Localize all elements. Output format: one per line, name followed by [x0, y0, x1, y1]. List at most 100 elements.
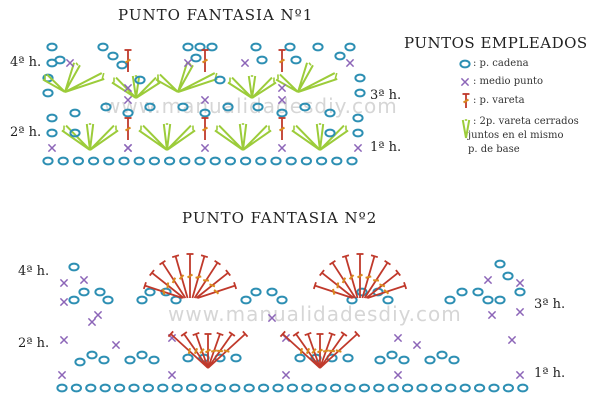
chain-oval-icon	[128, 383, 140, 393]
cluster-stitch-icon	[85, 123, 95, 151]
chain-oval-icon	[243, 383, 255, 393]
chain-oval-icon	[78, 287, 90, 297]
watermark: www.manualidadesdiy.com	[168, 302, 462, 326]
chain-oval-icon	[194, 42, 206, 52]
chain-oval-icon	[114, 383, 126, 393]
chain-oval-icon	[134, 75, 146, 85]
chain-oval-icon	[290, 55, 302, 65]
cross-x-icon	[123, 83, 133, 93]
vareta-cross-bar	[311, 348, 317, 354]
vareta-cross-bar	[124, 126, 132, 132]
cross-x-icon	[460, 77, 470, 87]
cluster-stitch-icon	[177, 62, 194, 93]
chain-oval-icon	[276, 108, 288, 118]
chain-oval-icon	[300, 156, 312, 166]
chain-oval-icon	[42, 88, 54, 98]
cross-x-icon	[65, 58, 75, 68]
vareta-cross-bar	[336, 282, 340, 289]
chain-oval-icon	[160, 287, 172, 297]
chain-oval-icon	[199, 108, 211, 118]
cross-x-icon	[345, 58, 355, 68]
chain-oval-icon	[286, 383, 298, 393]
chain-oval-icon	[312, 42, 324, 52]
cluster-stitch-icon	[42, 73, 66, 93]
d1-row4-label: 4ª h.	[10, 55, 42, 70]
chain-oval-icon	[177, 102, 189, 112]
legend-title: PUNTOS EMPLEADOS	[404, 34, 588, 52]
vareta-top-bar	[354, 330, 361, 338]
vareta-cross-bar	[162, 288, 166, 295]
vareta-cross-bar	[199, 348, 205, 354]
chain-oval-icon	[118, 156, 130, 166]
chain-oval-icon	[256, 55, 268, 65]
vareta-top-bar	[329, 260, 336, 266]
chain-oval-icon	[472, 287, 484, 297]
chain-oval-icon	[448, 355, 460, 365]
chain-oval-icon	[258, 383, 270, 393]
vareta-cross-bar	[365, 275, 372, 279]
chain-oval-icon	[94, 287, 106, 297]
vareta-top-bar	[233, 281, 238, 290]
vareta-top-bar	[149, 269, 155, 277]
chain-oval-icon	[494, 259, 506, 269]
chain-oval-icon	[182, 42, 194, 52]
chain-oval-icon	[330, 383, 342, 393]
vareta-cross-bar	[210, 349, 218, 353]
chain-oval-icon	[124, 355, 136, 365]
chain-oval-icon	[142, 383, 154, 393]
cluster-stitch-icon	[461, 119, 471, 139]
chain-oval-icon	[334, 51, 346, 61]
legend-treble-label: : p. vareta	[473, 95, 525, 106]
chain-oval-icon	[100, 102, 112, 112]
chain-oval-icon	[402, 383, 414, 393]
chain-oval-icon	[270, 156, 282, 166]
vareta-top-bar	[242, 330, 249, 338]
chain-oval-icon	[276, 295, 288, 305]
chain-oval-icon	[209, 156, 221, 166]
chain-oval-icon	[182, 353, 194, 363]
vareta-cross-bar	[348, 274, 355, 280]
d2-row1-label: 1ª h.	[534, 366, 566, 381]
vareta-top-bar	[279, 330, 286, 338]
vareta-top-bar	[228, 331, 236, 337]
chain-oval-icon	[229, 383, 241, 393]
vareta-cross-bar	[335, 349, 342, 353]
chain-oval-icon	[46, 42, 58, 52]
chain-oval-icon	[301, 383, 313, 393]
chain-oval-icon	[186, 383, 198, 393]
cluster-stitch-icon	[177, 72, 218, 93]
chain-oval-icon	[230, 353, 242, 363]
cross-x-icon	[393, 370, 403, 380]
d2-row2-label: 2ª h.	[18, 336, 50, 351]
chain-oval-icon	[200, 383, 212, 393]
cluster-stitch-icon	[297, 72, 338, 93]
cross-x-icon	[200, 95, 210, 105]
chain-oval-icon	[266, 287, 278, 297]
chain-oval-icon	[324, 128, 336, 138]
d2-row3-label: 3ª h.	[534, 297, 566, 312]
vareta-cross-bar	[171, 277, 177, 284]
vareta-cross-bar	[383, 289, 390, 295]
chain-oval-icon	[46, 58, 58, 68]
chain-oval-icon	[285, 156, 297, 166]
chain-oval-icon	[133, 156, 145, 166]
cluster-stitch-icon	[291, 124, 321, 151]
chain-oval-icon	[374, 355, 386, 365]
chain-oval-icon	[358, 383, 370, 393]
chain-oval-icon	[56, 383, 68, 393]
chain-oval-icon	[69, 128, 81, 138]
chain-oval-icon	[148, 355, 160, 365]
vareta-cross-bar	[299, 347, 303, 355]
chain-oval-icon	[88, 156, 100, 166]
cross-x-icon	[515, 278, 525, 288]
chain-oval-icon	[354, 88, 366, 98]
cross-x-icon	[167, 370, 177, 380]
cluster-stitch-icon	[89, 124, 119, 151]
chain-oval-icon	[206, 42, 218, 52]
chain-oval-icon	[97, 42, 109, 52]
cluster-stitch-icon	[214, 124, 244, 151]
cluster-top-bar	[334, 72, 338, 80]
cluster-top-bar	[75, 62, 79, 66]
cross-x-icon	[93, 310, 103, 320]
chain-oval-icon	[444, 295, 456, 305]
